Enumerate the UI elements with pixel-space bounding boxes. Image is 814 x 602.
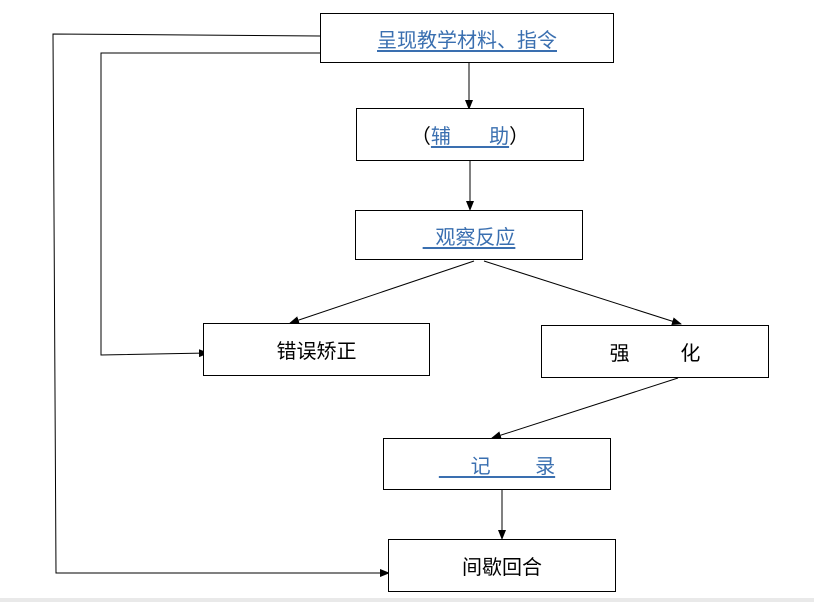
node-error-correction-label: 错误矫正 <box>276 339 357 363</box>
node-assist-open-paren: （ <box>410 124 431 148</box>
arrow-observe-to-reinforce <box>483 260 682 326</box>
loop-present-to-interval <box>52 33 390 577</box>
node-error-correction: 错误矫正 <box>203 323 430 376</box>
node-record: 记 录 <box>383 438 611 490</box>
node-present-materials-label[interactable]: 呈现教学材料、指令 <box>377 27 557 52</box>
node-interval-trial: 间歇回合 <box>388 539 616 592</box>
node-assist-close-paren: ） <box>509 124 530 148</box>
arrow-observe-to-correct <box>289 260 475 324</box>
loop-present-to-correct <box>100 52 320 358</box>
node-assist-label[interactable]: 辅 助 <box>430 124 510 148</box>
node-record-label[interactable]: 记 录 <box>438 453 556 478</box>
arrow-reinforce-to-record <box>491 377 679 440</box>
node-present-materials: 呈现教学材料、指令 <box>320 13 614 63</box>
node-assist: （辅 助） <box>356 108 584 161</box>
node-reinforce-label: 强 化 <box>609 341 701 365</box>
node-observe-response: 观察反应 <box>355 210 583 260</box>
node-observe-response-label[interactable]: 观察反应 <box>422 224 516 249</box>
page-bottom-edge <box>0 598 814 602</box>
node-reinforce: 强 化 <box>541 325 769 378</box>
node-interval-trial-label: 间歇回合 <box>462 555 542 579</box>
